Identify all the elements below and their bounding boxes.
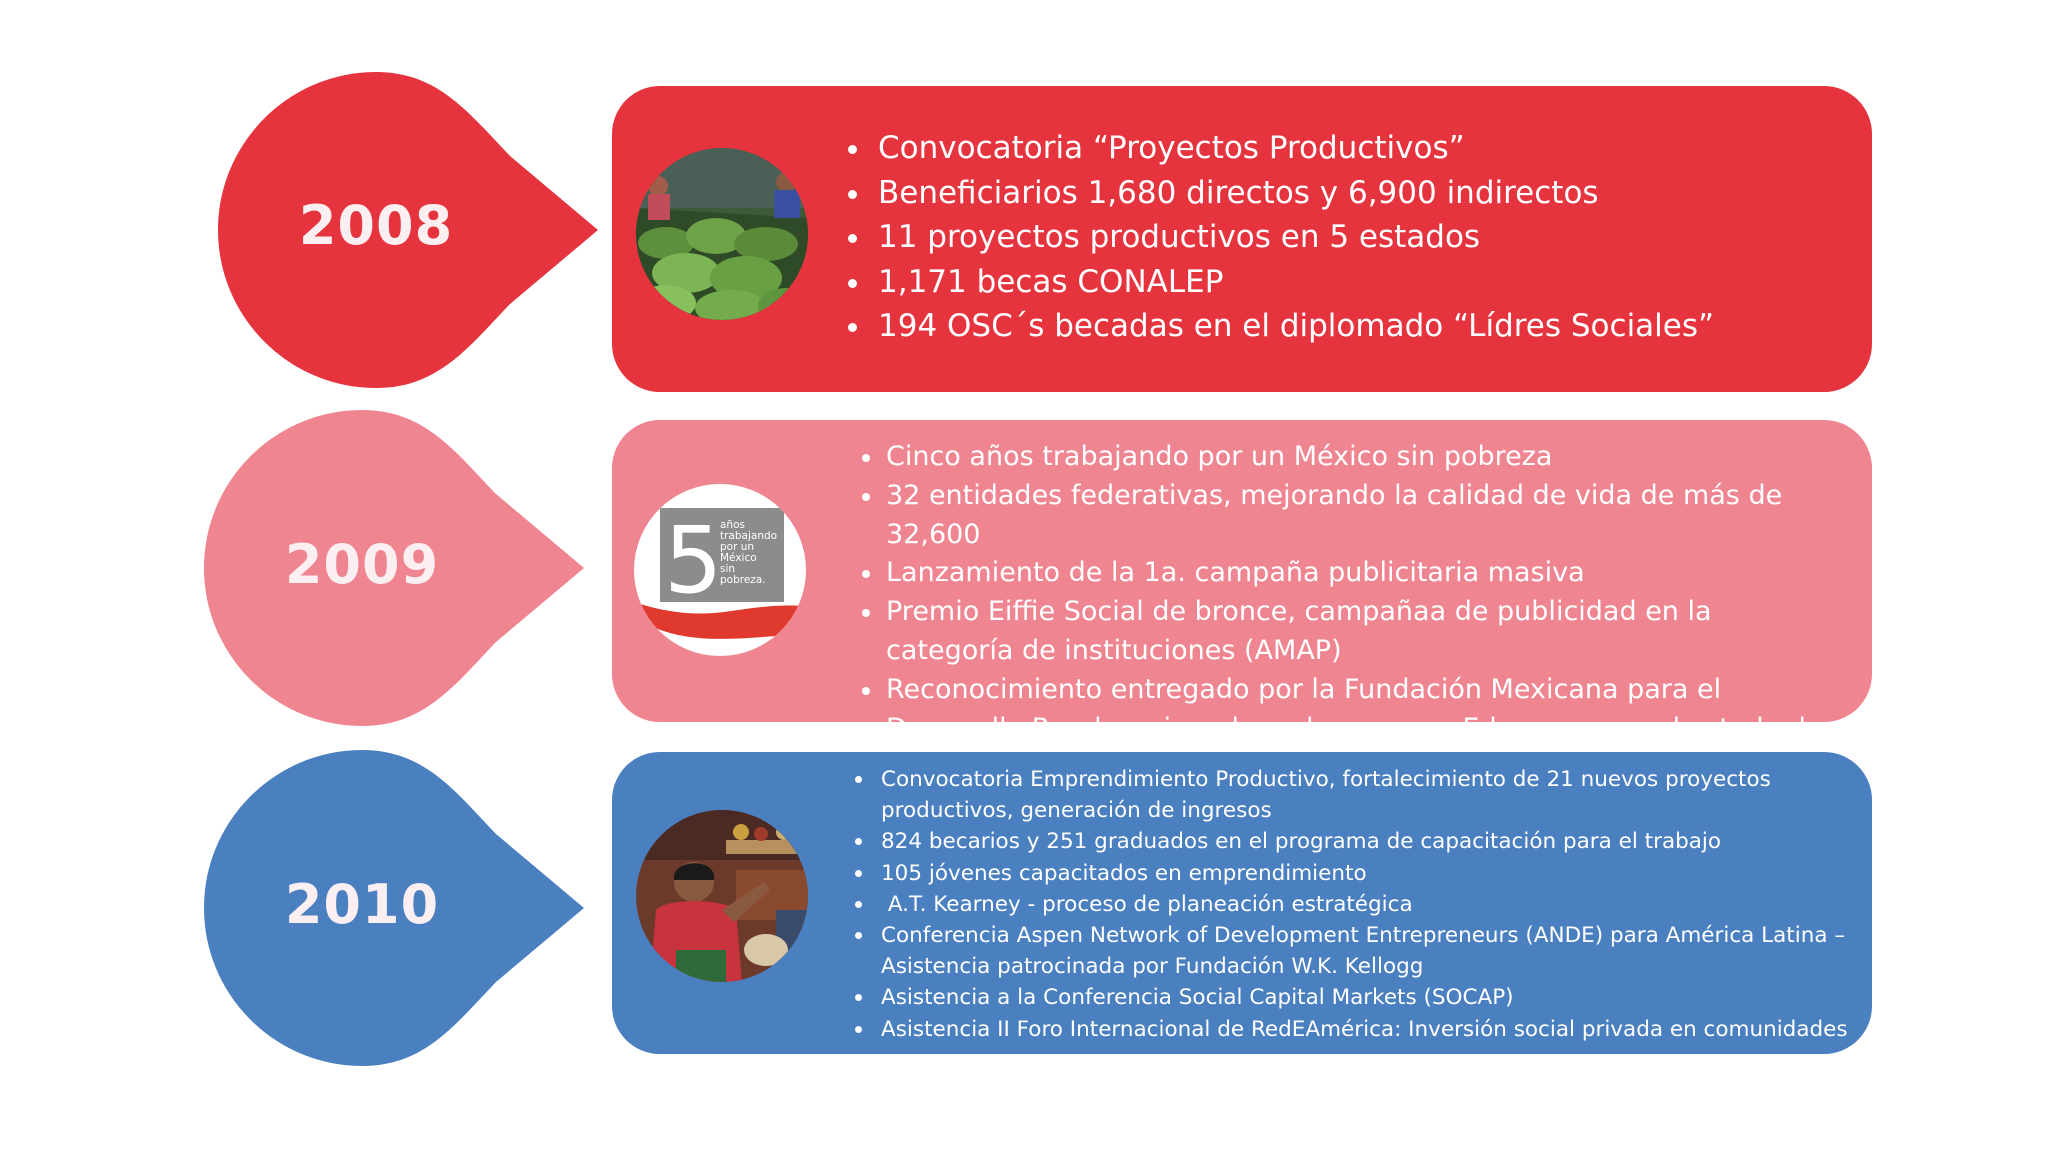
milestone-card-2009	[612, 420, 1872, 722]
list-item: 1,171 becas CONALEP	[848, 260, 1728, 305]
year-marker-2010	[204, 750, 586, 1066]
milestone-card-2008	[612, 86, 1872, 392]
list-item: Asistencia II Foro Internacional de RedE…	[855, 1014, 1855, 1045]
list-item: 824 becarios y 251 graduados en el progr…	[855, 826, 1855, 857]
bullet-dot	[862, 609, 870, 618]
milestone-list-2010: Convocatoria Emprendimiento Productivo, …	[855, 764, 1855, 1045]
year-label: 2010	[284, 873, 440, 936]
bullet-dot	[848, 189, 857, 199]
list-item: Cinco años trabajando por un México sin …	[862, 438, 1872, 477]
milestone-list-2009: Cinco años trabajando por un México sin …	[862, 438, 1872, 787]
list-item: Beneficiarios 1,680 directos y 6,900 ind…	[848, 171, 1728, 216]
bullet-dot	[862, 570, 870, 579]
bullet-dot	[848, 145, 857, 154]
bullet-dot	[855, 900, 862, 908]
teardrop-shape	[204, 750, 584, 1066]
five-years-logo: 5 años trabajando por un México sin pobr…	[634, 484, 806, 656]
list-item: 32 entidades federativas, mejorando la c…	[862, 477, 1872, 555]
list-item: 11 proyectos productivos en 5 estados	[848, 215, 1728, 260]
list-item: A.T. Kearney - proceso de planeación est…	[855, 889, 1855, 920]
list-item: Reconocimiento entregado por la Fundació…	[862, 671, 1836, 787]
year-label: 2009	[284, 533, 440, 596]
bullet-dot	[855, 869, 862, 877]
teardrop-shape	[204, 410, 584, 726]
bullet-dot	[855, 994, 862, 1002]
bullet-dot	[855, 932, 862, 940]
teardrop-shape	[218, 72, 598, 388]
bullet-dot	[862, 492, 870, 501]
milestone-list-2008: Convocatoria “Proyectos Productivos” Ben…	[848, 126, 1728, 349]
list-item: Convocatoria Emprendimiento Productivo, …	[855, 764, 1781, 826]
year-label: 2008	[298, 194, 454, 257]
list-item: 105 jóvenes capacitados en emprendimient…	[855, 858, 1855, 889]
list-item: 194 OSC´s becadas en el diplomado “Lídre…	[848, 304, 1728, 349]
plant-nursery-photo	[636, 148, 808, 320]
year-marker-2009	[204, 410, 586, 726]
logo-caption: años trabajando por un México sin pobrez…	[720, 519, 778, 586]
bullet-dot	[848, 323, 857, 332]
list-item: Premio Eiffie Social de bronce, campañaa…	[862, 593, 1836, 671]
list-item: Lanzamiento de la 1a. campaña publicitar…	[862, 554, 1872, 593]
bullet-dot	[855, 776, 862, 783]
artisan-woman-photo	[636, 810, 808, 982]
milestone-card-2010	[612, 752, 1872, 1054]
list-item: Convocatoria “Proyectos Productivos”	[848, 126, 1728, 171]
bullet-dot	[848, 278, 857, 288]
list-item: Asistencia a la Conferencia Social Capit…	[855, 982, 1855, 1013]
year-marker-2008	[218, 72, 600, 388]
bullet-dot	[862, 686, 870, 695]
bullet-dot	[855, 838, 862, 846]
bullet-dot	[862, 454, 870, 462]
bullet-dot	[855, 1025, 862, 1033]
logo-numeral: 5	[664, 507, 723, 614]
list-item: Conferencia Aspen Network of Development…	[855, 920, 1861, 982]
bullet-dot	[848, 234, 857, 243]
